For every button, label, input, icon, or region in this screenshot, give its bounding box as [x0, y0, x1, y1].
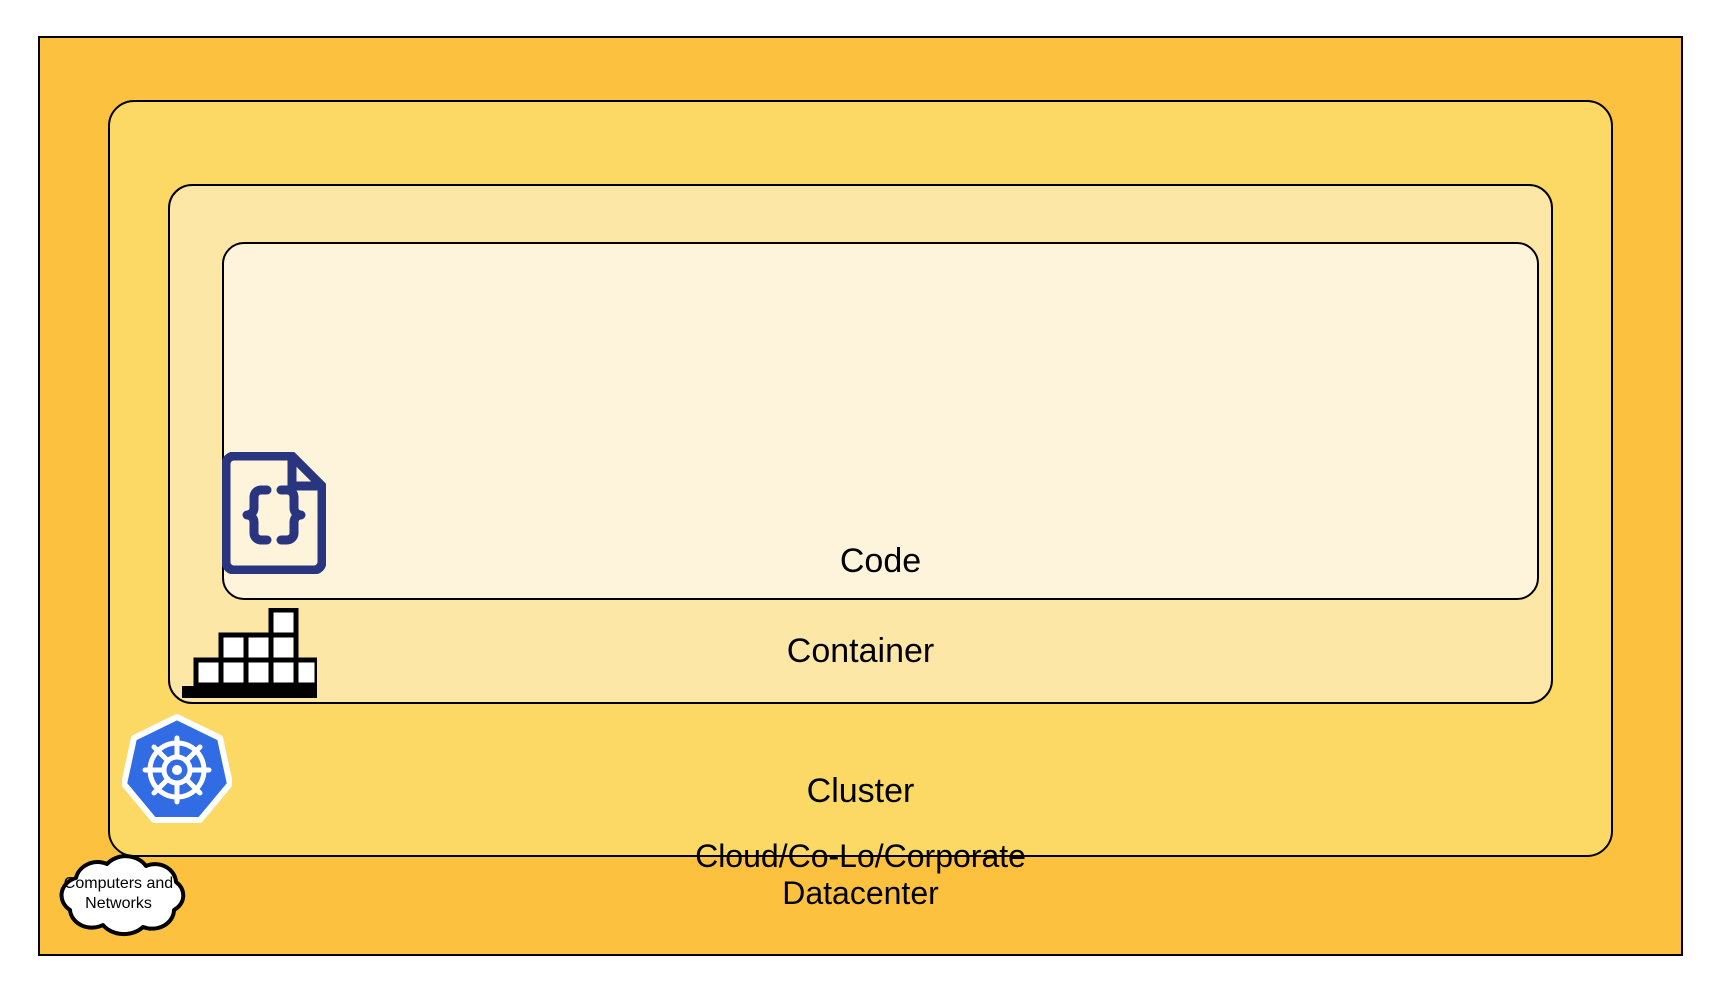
layer-label-datacenter: Cloud/Co-Lo/Corporate Datacenter	[695, 838, 1026, 911]
layer-label-container: Container	[786, 632, 935, 670]
layer-code	[222, 242, 1539, 600]
layer-label-cluster: Cluster	[806, 772, 915, 810]
code-file-braces-icon	[221, 451, 327, 575]
kubernetes-helm-wheel-icon	[121, 714, 233, 824]
computers-networks-cloud: Computers and Networks	[36, 852, 201, 948]
cloud-label: Computers and Networks	[63, 875, 174, 912]
layer-label-code: Code	[839, 542, 922, 580]
container-blocks-icon	[182, 607, 320, 698]
